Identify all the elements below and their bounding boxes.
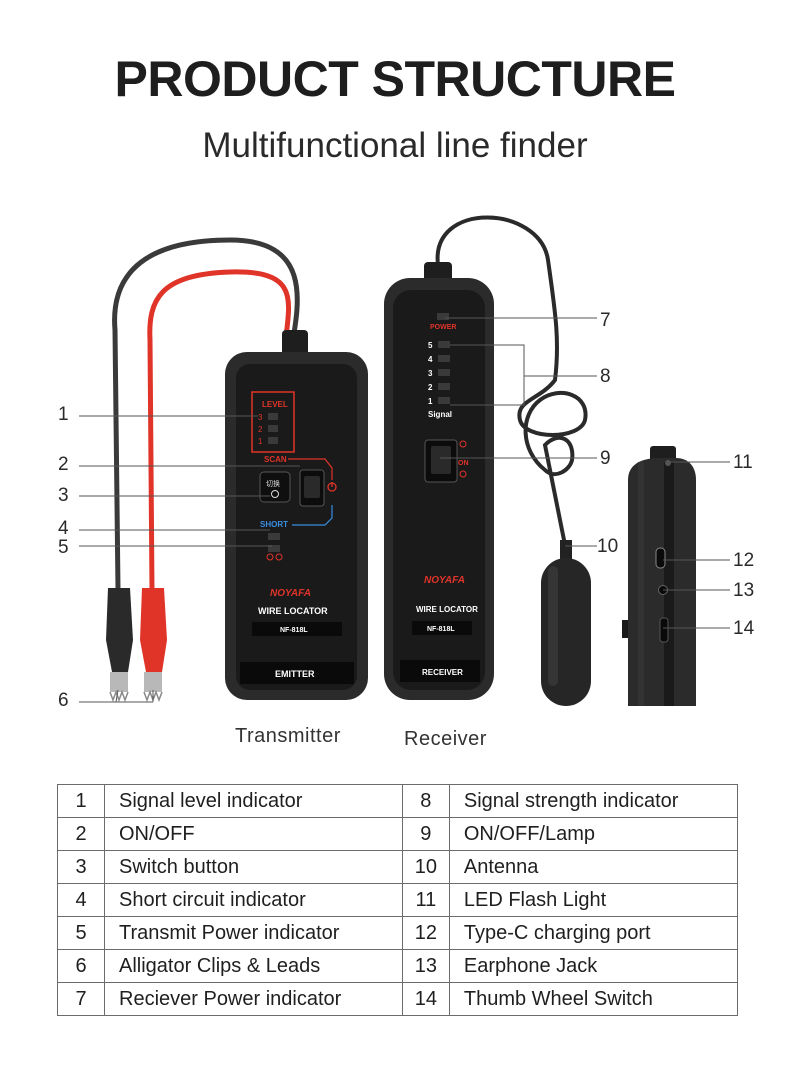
level-mark-3: 3 (258, 413, 263, 422)
callout-5: 5 (58, 537, 69, 558)
receiver-side-view (622, 446, 696, 706)
receiver-caption: Receiver (404, 728, 487, 750)
receiver-level-4: 4 (428, 355, 433, 364)
transmitter-label: WIRE LOCATOR (258, 606, 328, 616)
right-number: 10 (401, 850, 450, 884)
right-description: Type-C charging port (448, 916, 739, 950)
red-alligator-clip (140, 588, 167, 703)
level-mark-1: 1 (258, 437, 263, 446)
right-description: Earphone Jack (448, 949, 739, 983)
transmitter-caption: Transmitter (235, 725, 341, 747)
left-description: Alligator Clips & Leads (104, 949, 403, 983)
level-mark-2: 2 (258, 425, 263, 434)
left-number: 2 (57, 817, 105, 851)
left-description: Switch button (104, 850, 403, 884)
transmitter-device: LEVEL 3 2 1 SCAN 切换 SHORT NOYAFA WIRE LO… (225, 330, 368, 700)
red-lead (147, 269, 292, 591)
antenna-probe (541, 540, 591, 706)
right-description: Thumb Wheel Switch (448, 982, 739, 1016)
right-description: Signal strength indicator (448, 784, 739, 818)
power-label: POWER (430, 324, 456, 331)
callout-3: 3 (58, 485, 69, 506)
callout-12: 12 (733, 550, 754, 571)
product-diagram: LEVEL 3 2 1 SCAN 切换 SHORT NOYAFA WIRE LO… (58, 215, 755, 711)
receiver-device: POWER 5 4 3 2 1 Signal ON NOYAFA WIRE LO… (384, 262, 494, 700)
receiver-level-5: 5 (428, 341, 433, 350)
switch-text: 切换 (266, 479, 280, 488)
callout-11: 11 (733, 452, 753, 473)
right-number: 12 (401, 916, 450, 950)
receiver-level-3: 3 (428, 369, 433, 378)
callout-2: 2 (58, 454, 69, 475)
right-number: 11 (401, 883, 450, 917)
scan-label: SCAN (264, 455, 287, 464)
receiver-antenna-cable (435, 215, 588, 546)
receiver-model: NF-818L (427, 626, 455, 633)
black-lead (112, 237, 300, 591)
left-description: Signal level indicator (104, 784, 403, 818)
left-number: 4 (57, 883, 105, 917)
right-number: 14 (401, 982, 450, 1016)
left-number: 5 (57, 916, 105, 950)
transmitter-model: NF-818L (280, 627, 308, 634)
page-title: PRODUCT STRUCTURE (114, 51, 676, 107)
left-description: Reciever Power indicator (104, 982, 403, 1016)
short-label: SHORT (260, 520, 288, 529)
right-description: ON/OFF/Lamp (448, 817, 739, 851)
callout-7: 7 (600, 310, 611, 331)
left-number: 7 (57, 982, 105, 1016)
right-number: 9 (401, 817, 450, 851)
receiver-bottom: RECEIVER (422, 668, 463, 677)
left-number: 1 (57, 784, 105, 818)
callout-13: 13 (733, 580, 754, 601)
right-description: Antenna (448, 850, 739, 884)
level-title: LEVEL (262, 400, 288, 409)
left-number: 3 (57, 850, 105, 884)
right-description: LED Flash Light (448, 883, 739, 917)
callout-14: 14 (733, 618, 755, 639)
receiver-brand: NOYAFA (424, 575, 465, 586)
callout-4: 4 (58, 518, 69, 539)
right-number: 8 (401, 784, 450, 818)
transmitter-brand: NOYAFA (270, 588, 311, 599)
left-description: ON/OFF (104, 817, 403, 851)
page-subtitle: Multifunctional line finder (202, 126, 588, 165)
callout-8: 8 (600, 366, 611, 387)
left-description: Short circuit indicator (104, 883, 403, 917)
left-description: Transmit Power indicator (104, 916, 403, 950)
right-number: 13 (401, 949, 450, 983)
on-label: ON (458, 460, 469, 467)
receiver-level-2: 2 (428, 383, 433, 392)
callout-10: 10 (597, 536, 618, 557)
receiver-level-1: 1 (428, 397, 433, 406)
signal-label: Signal (428, 410, 452, 419)
transmitter-bottom: EMITTER (275, 669, 315, 679)
callout-6: 6 (58, 690, 69, 711)
black-alligator-clip (106, 588, 133, 703)
left-number: 6 (57, 949, 105, 983)
callout-9: 9 (600, 448, 611, 469)
callout-1: 1 (58, 404, 69, 425)
receiver-label: WIRE LOCATOR (416, 605, 478, 614)
